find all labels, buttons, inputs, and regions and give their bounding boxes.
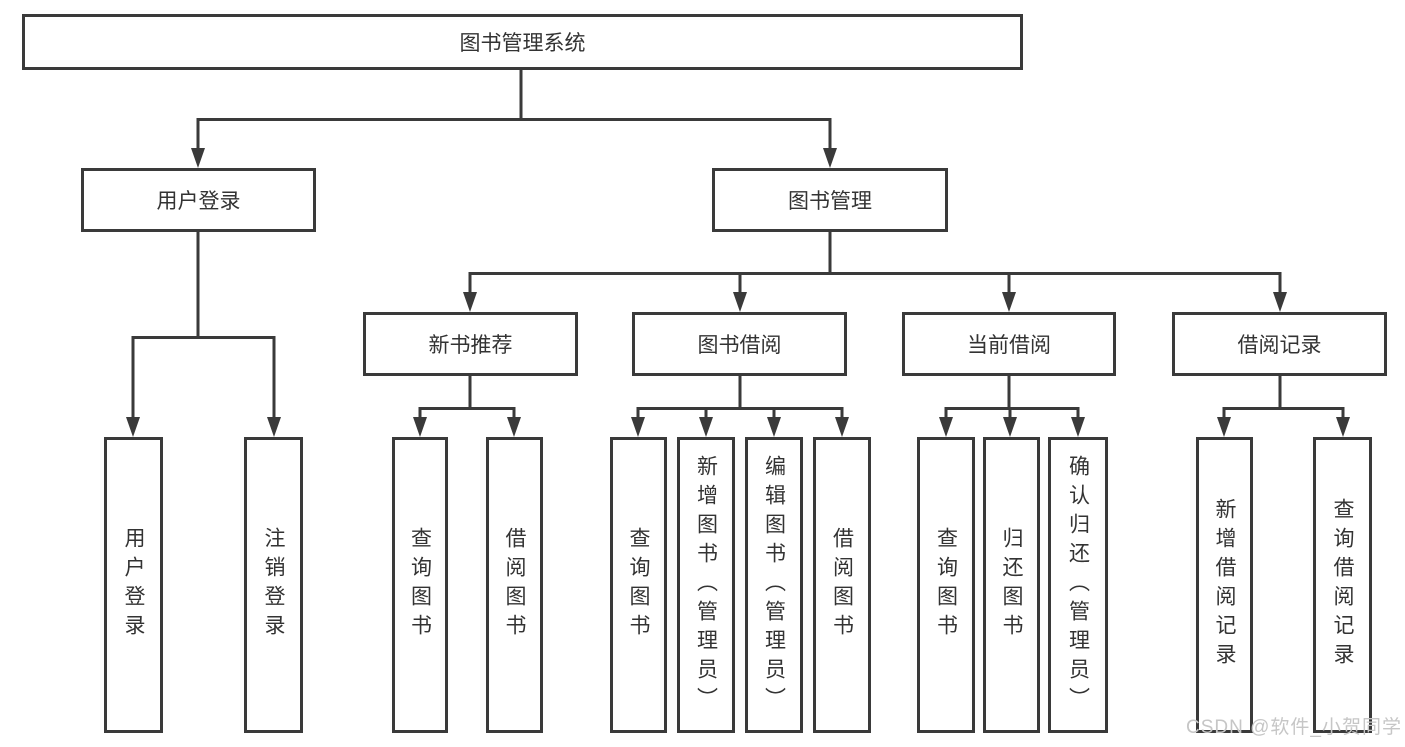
node-book-management: 图书管理 (712, 168, 948, 232)
leaf-label: 编辑图书（管理员） (762, 454, 786, 716)
arrowhead-icon (507, 417, 521, 437)
leaf-add-borrow-record: 新增借阅记录 (1196, 437, 1253, 733)
leaf-borrow-books: 借阅图书 (813, 437, 871, 733)
csdn-watermark: CSDN @软件_小贺同学 (1186, 717, 1402, 738)
arrowhead-icon (191, 148, 205, 168)
arrowhead-icon (1071, 417, 1085, 437)
arrowhead-icon (1273, 292, 1287, 312)
leaf-label: 查询图书 (408, 527, 432, 643)
leaf-label: 查询借阅记录 (1331, 498, 1355, 672)
leaf-return-books: 归还图书 (983, 437, 1040, 733)
node-book-borrow: 图书借阅 (632, 312, 847, 376)
arrowhead-icon (823, 148, 837, 168)
edge-current-borrow-to-leaves (939, 376, 1085, 437)
edge-book-management-to-level3 (463, 232, 1287, 312)
leaf-query-books-borrow: 查询图书 (610, 437, 667, 733)
leaf-query-borrow-record: 查询借阅记录 (1313, 437, 1372, 733)
edge-borrow-records-to-leaves (1217, 376, 1350, 437)
leaf-label: 用户登录 (122, 527, 146, 643)
arrowhead-icon (463, 292, 477, 312)
edge-root-to-level2 (191, 70, 837, 168)
edge-user-login-to-leaves (126, 232, 281, 437)
leaf-confirm-return-admin: 确认归还（管理员） (1048, 437, 1108, 733)
leaf-user-login: 用户登录 (104, 437, 163, 733)
leaf-label: 归还图书 (1000, 527, 1024, 643)
leaf-label: 借阅图书 (830, 527, 854, 643)
arrowhead-icon (1217, 417, 1231, 437)
edge-book-borrow-to-leaves (631, 376, 849, 437)
node-current-borrow: 当前借阅 (902, 312, 1116, 376)
arrowhead-icon (1336, 417, 1350, 437)
leaf-borrow-books-recommend: 借阅图书 (486, 437, 543, 733)
leaf-label: 确认归还（管理员） (1066, 454, 1090, 716)
arrowhead-icon (631, 417, 645, 437)
arrowhead-icon (733, 292, 747, 312)
leaf-query-books-recommend: 查询图书 (392, 437, 448, 733)
leaf-add-books-admin: 新增图书（管理员） (677, 437, 735, 733)
leaf-label: 借阅图书 (503, 527, 527, 643)
leaf-edit-books-admin: 编辑图书（管理员） (745, 437, 803, 733)
arrowhead-icon (126, 417, 140, 437)
leaf-label: 新增借阅记录 (1213, 498, 1237, 672)
leaf-logout: 注销登录 (244, 437, 303, 733)
arrowhead-icon (1002, 292, 1016, 312)
arrowhead-icon (267, 417, 281, 437)
node-borrow-records: 借阅记录 (1172, 312, 1387, 376)
leaf-query-books-current: 查询图书 (917, 437, 975, 733)
arrowhead-icon (413, 417, 427, 437)
arrowhead-icon (767, 417, 781, 437)
edge-new-book-recommend-to-leaves (413, 376, 521, 437)
arrowhead-icon (699, 417, 713, 437)
leaf-label: 查询图书 (934, 527, 958, 643)
arrowhead-icon (939, 417, 953, 437)
arrowhead-icon (835, 417, 849, 437)
arrowhead-icon (1003, 417, 1017, 437)
node-new-book-recommend: 新书推荐 (363, 312, 578, 376)
node-user-login: 用户登录 (81, 168, 316, 232)
node-library-system: 图书管理系统 (22, 14, 1023, 70)
leaf-label: 新增图书（管理员） (694, 454, 718, 716)
leaf-label: 注销登录 (262, 527, 286, 643)
leaf-label: 查询图书 (627, 527, 651, 643)
